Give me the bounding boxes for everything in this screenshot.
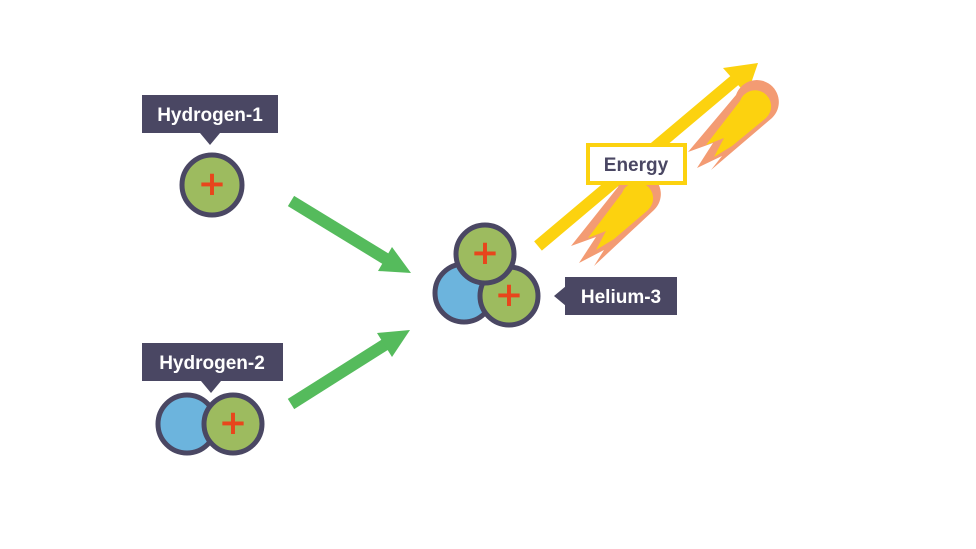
proton: [453, 222, 517, 286]
helium-3-label: Helium-3: [554, 277, 677, 315]
helium-3-label-box: [565, 277, 677, 315]
proton: [201, 392, 265, 456]
hydrogen-2-label: Hydrogen-2: [142, 343, 283, 393]
plus-icon: +: [471, 233, 500, 273]
plus-icon: +: [219, 403, 248, 443]
hydrogen-1-label-text: Hydrogen-1: [157, 105, 263, 126]
hydrogen-1-label-box: [142, 95, 278, 133]
hydrogen-1-label: Hydrogen-1: [142, 95, 278, 145]
energy-label-box: [586, 143, 687, 185]
plus-icon: +: [198, 164, 227, 204]
flame-icon-lower: [571, 172, 661, 266]
reaction-arrow-bottom: [287, 330, 410, 410]
flame-inner: [706, 90, 772, 157]
hydrogen-2-particle: +: [155, 392, 265, 456]
energy-label-text: Energy: [604, 155, 669, 176]
arrow-shaft: [287, 338, 390, 410]
helium-3-label-pointer: [554, 286, 566, 306]
reaction-arrow-top: [287, 195, 411, 273]
arrow-shaft: [287, 195, 390, 265]
proton: [179, 152, 245, 218]
hydrogen-1-label-pointer: [200, 133, 220, 145]
flame-icon-upper: [688, 80, 779, 170]
arrow-head-icon: [377, 330, 410, 357]
helium-3-label-text: Helium-3: [581, 287, 661, 308]
arrow-head-icon: [378, 247, 411, 273]
flame-inner: [588, 182, 654, 250]
hydrogen-2-label-pointer: [201, 381, 221, 393]
energy-label: Energy: [586, 143, 687, 185]
hydrogen-2-label-box: [142, 343, 283, 381]
helium-3-particle: + +: [432, 222, 541, 328]
hydrogen-1-particle: +: [179, 152, 245, 218]
hydrogen-2-label-text: Hydrogen-2: [159, 353, 265, 374]
